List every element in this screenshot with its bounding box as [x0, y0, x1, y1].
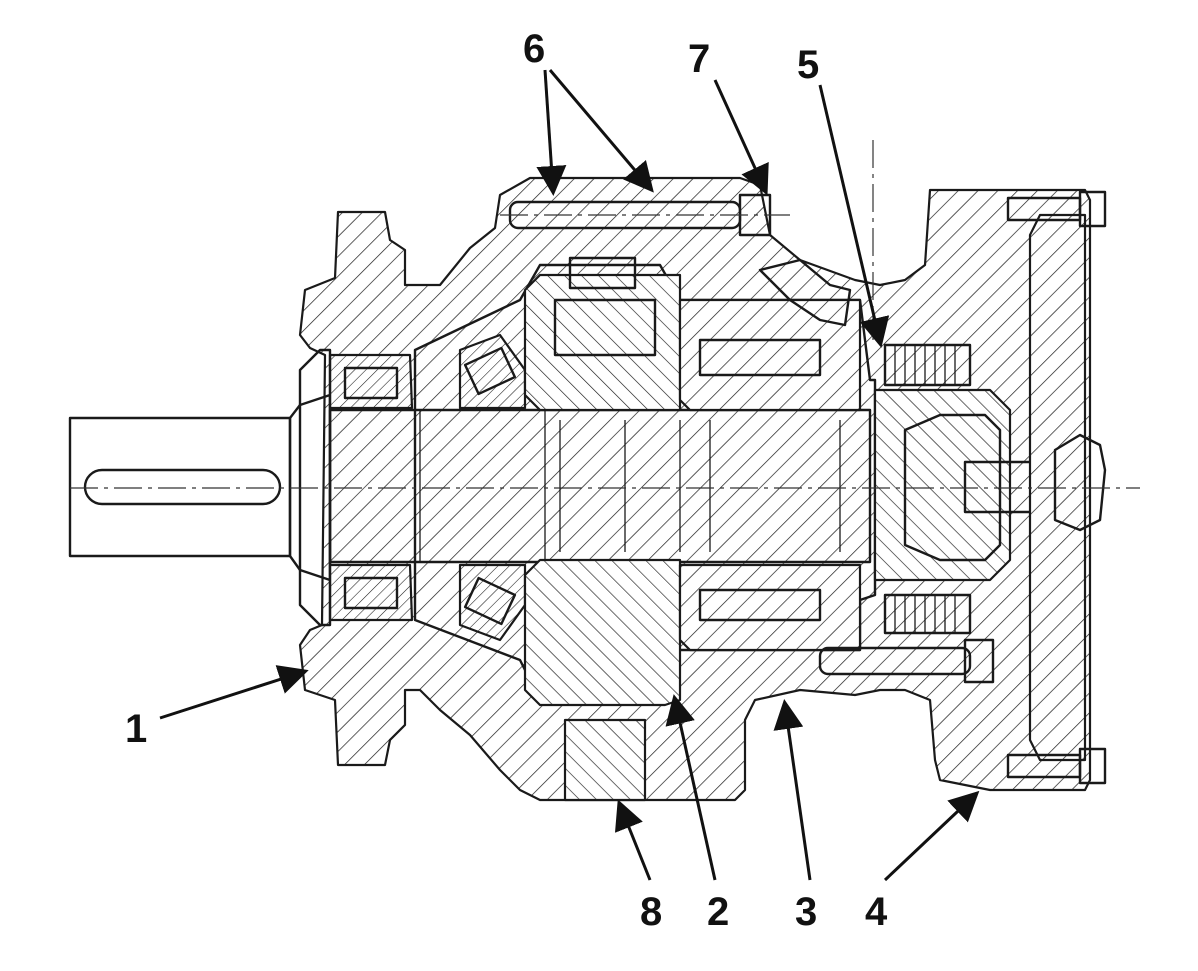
shaft-keyway: [83, 468, 282, 506]
mounting-flange: [298, 176, 1092, 802]
brake-disc-pack-bottom: [883, 593, 972, 635]
cylinder-block: [523, 558, 682, 707]
callout-5: 5: [797, 43, 819, 87]
front-bearing-bottom: [328, 563, 414, 622]
callout-7: 7: [688, 37, 710, 81]
front-bearing-top: [328, 353, 414, 410]
brake-discs: [894, 345, 956, 633]
callout-4: 4: [865, 890, 888, 934]
shaft-seal: [298, 348, 332, 627]
brake-piston: [873, 388, 1012, 582]
callout-6: 6: [523, 27, 545, 71]
callout-1: 1: [125, 707, 147, 751]
callout-leaders: [159, 69, 980, 882]
cover-bolts: [1006, 190, 1107, 785]
callout-8: 8: [640, 890, 662, 934]
callout-3: 3: [795, 890, 817, 934]
piston-upper: [568, 256, 637, 290]
brake-disc-pack-top: [883, 343, 972, 387]
output-shaft: [68, 416, 292, 558]
housing-bolt-bottom: [818, 638, 995, 684]
callout-2: 2: [707, 890, 729, 934]
rear-cap: [1053, 433, 1107, 532]
brake-hub: [903, 413, 1002, 562]
seal-ring-lower: [563, 718, 647, 802]
valve-plate: [678, 298, 862, 412]
cylinder-block-upper: [523, 273, 682, 412]
